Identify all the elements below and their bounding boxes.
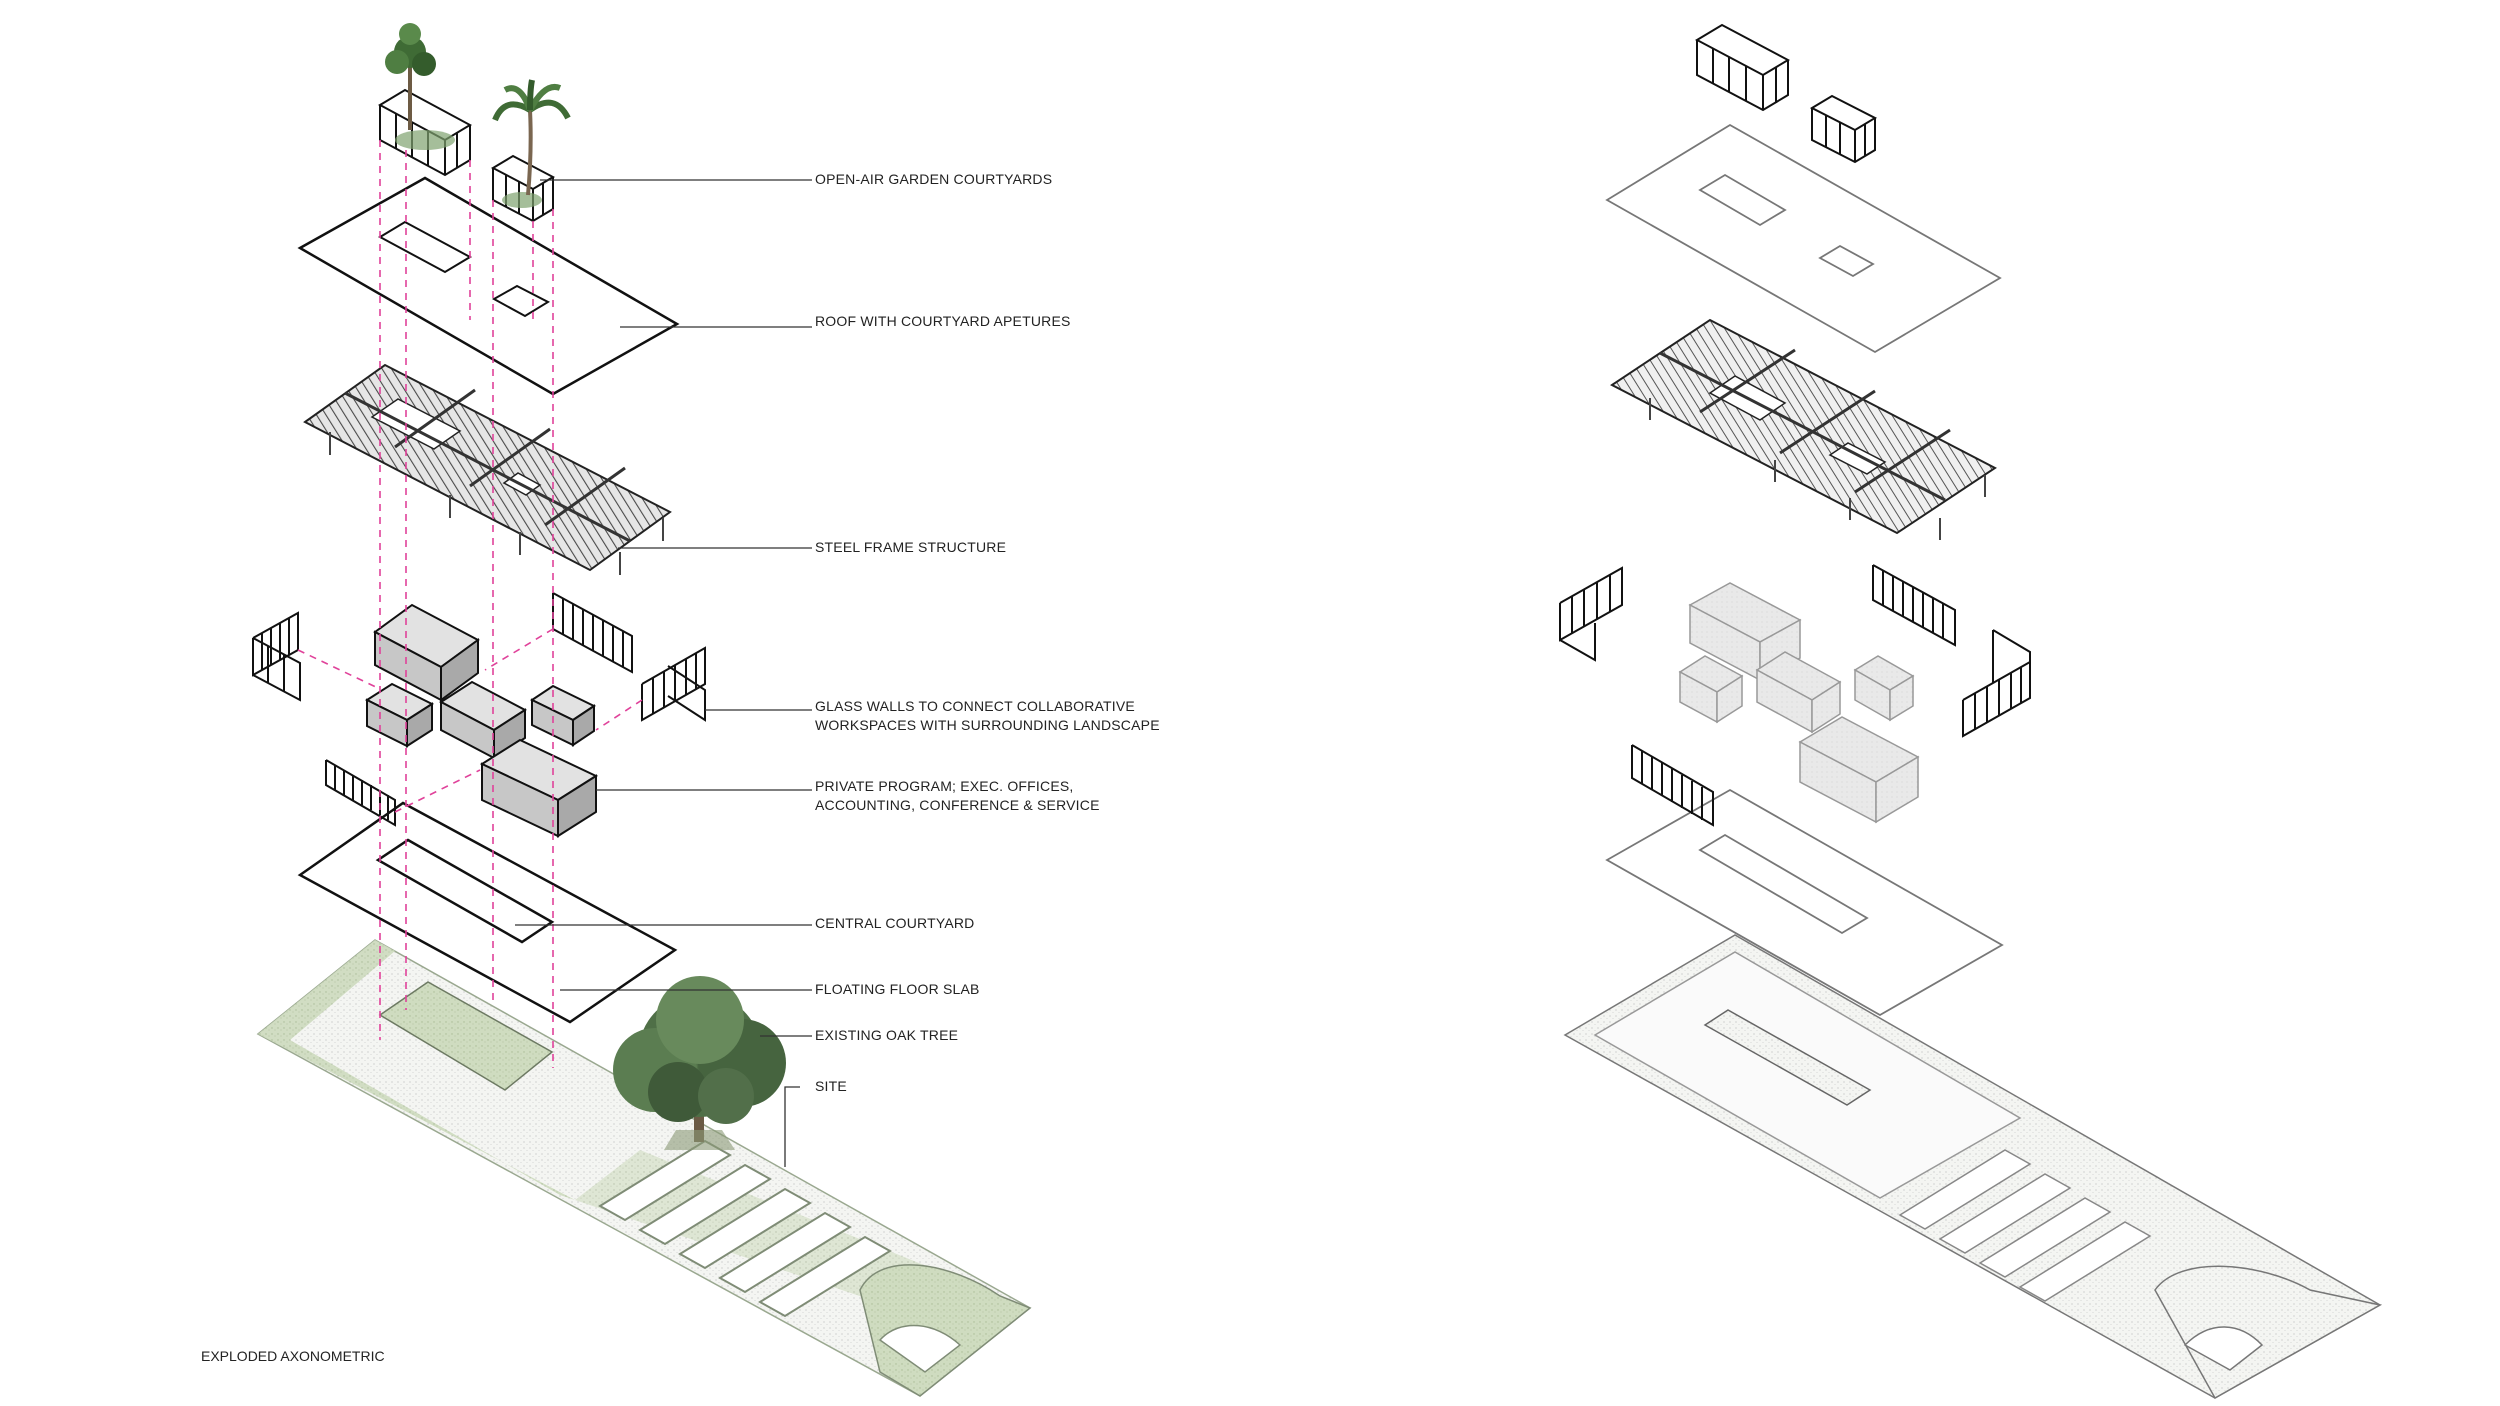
label-steel-frame: STEEL FRAME STRUCTURE: [815, 539, 1007, 555]
site-plane: [256, 939, 1032, 1397]
glass-walls: [252, 592, 706, 722]
roof-outline: [1605, 123, 2002, 354]
garden-courtyards: [377, 23, 571, 223]
glass-wall-lower-right: [1631, 744, 1714, 827]
steel-frame-right: [1610, 318, 1997, 540]
plant-icon: [385, 23, 436, 130]
program-boxes: [364, 603, 599, 838]
glass-walls-right: [1559, 564, 2031, 738]
roof-plane: [297, 176, 680, 396]
glass-wall-lower: [325, 759, 396, 827]
label-site: SITE: [815, 1078, 847, 1094]
label-floor-slab: FLOATING FLOOR SLAB: [815, 981, 980, 997]
steel-frame: [303, 363, 672, 575]
site-plane-outline: [1563, 934, 2383, 1400]
oak-tree-icon: [613, 976, 786, 1150]
palm-tree-icon: [492, 79, 571, 196]
left-axonometric: [252, 23, 1032, 1397]
label-glass-walls-line2: WORKSPACES WITH SURROUNDING LANDSCAPE: [815, 717, 1160, 733]
label-glass-walls-line1: GLASS WALLS TO CONNECT COLLABORATIVE: [815, 698, 1135, 714]
label-roof: ROOF WITH COURTYARD APETURES: [815, 313, 1071, 329]
floor-slab: [297, 801, 678, 1024]
figure-caption: EXPLODED AXONOMETRIC: [201, 1348, 385, 1364]
label-garden-courtyards: OPEN-AIR GARDEN COURTYARDS: [815, 171, 1053, 187]
label-private-program-line1: PRIVATE PROGRAM; EXEC. OFFICES,: [815, 778, 1074, 794]
label-central-courtyard: CENTRAL COURTYARD: [815, 915, 975, 931]
floor-slab-outline: [1605, 788, 2004, 1017]
program-boxes-light: [1678, 582, 1920, 824]
garden-cages-right: [1694, 23, 1878, 164]
label-private-program-line2: ACCOUNTING, CONFERENCE & SERVICE: [815, 797, 1100, 813]
leader-lines: [515, 179, 812, 1167]
right-axonometric: [1559, 23, 2383, 1400]
label-oak-tree: EXISTING OAK TREE: [815, 1027, 959, 1043]
